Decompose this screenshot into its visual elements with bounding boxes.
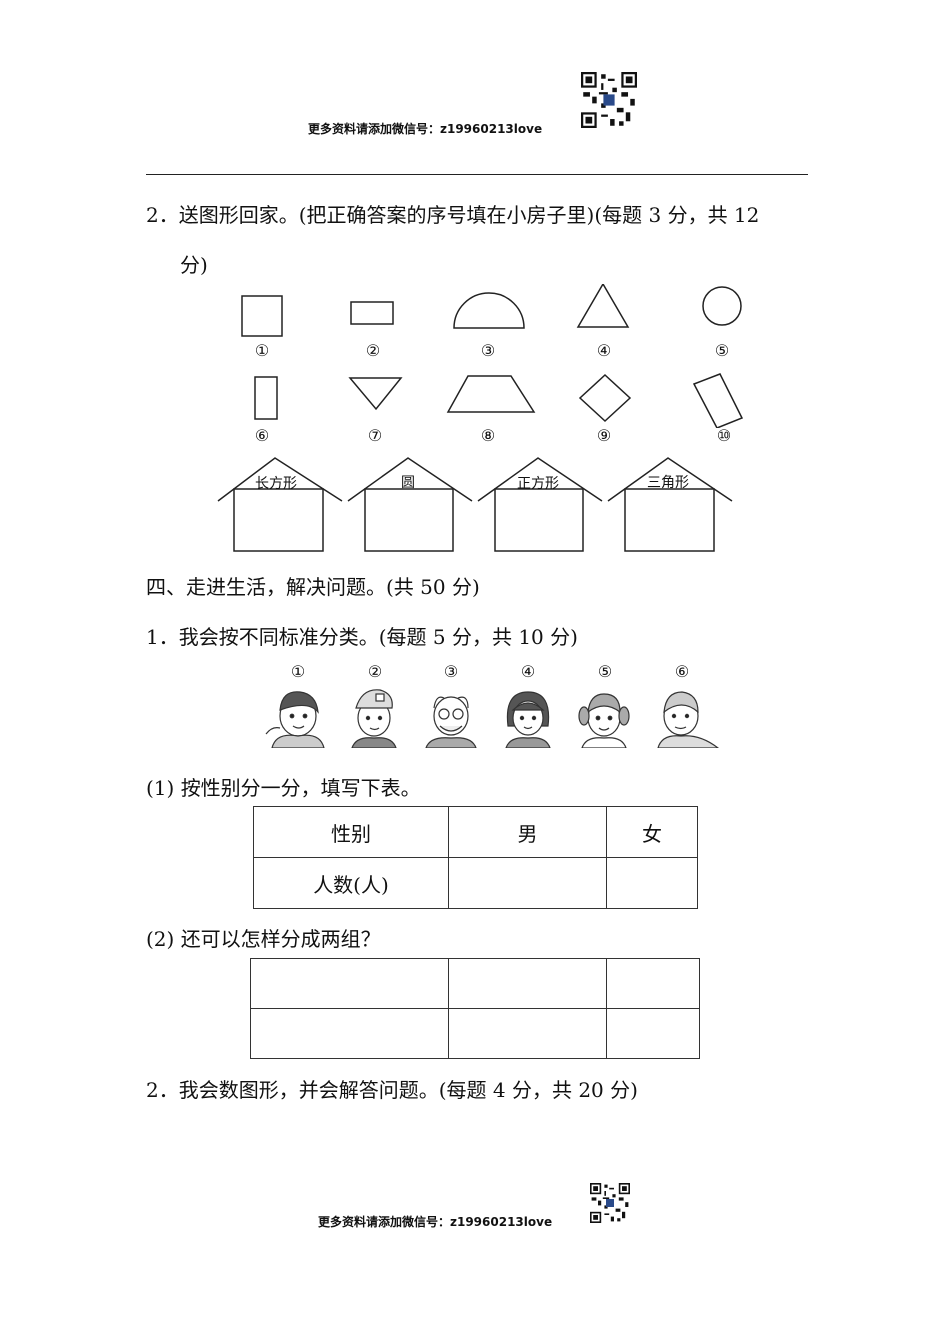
- question-4-1-title: 1．我会按不同标准分类。(每题 5 分，共 10 分): [146, 625, 578, 649]
- shape-diamond: [578, 373, 632, 423]
- table-row: 性别 男 女: [253, 806, 698, 858]
- table-cell-blank[interactable]: [250, 958, 449, 1009]
- house-4-answer-box: [624, 488, 715, 552]
- shape-tall-rectangle: [254, 376, 278, 420]
- shape-label-10: ⑩: [716, 426, 732, 445]
- shapes-row-1: [241, 284, 742, 337]
- footer-text: 更多资料请添加微信号：z19960213love: [318, 1215, 553, 1229]
- question-4-2-title: 2．我会数图形，并会解答问题。(每题 4 分，共 20 分): [146, 1078, 638, 1102]
- table-cell-count-label: 人数(人): [253, 857, 449, 909]
- header-text: 更多资料请添加微信号：z19960213love: [308, 122, 543, 136]
- shape-label-6: ⑥: [254, 426, 270, 445]
- kid-label-3: ③: [443, 662, 459, 681]
- shape-square: [241, 295, 283, 337]
- table-cell-blank[interactable]: [606, 958, 700, 1009]
- house-roof-1: [217, 457, 343, 502]
- table-cell-female-header: 女: [606, 806, 698, 858]
- house-label-square: 正方形: [517, 476, 559, 492]
- house-label-triangle: 三角形: [647, 475, 689, 491]
- shape-label-9: ⑨: [596, 426, 612, 445]
- kid-label-5: ⑤: [597, 662, 613, 681]
- sub-question-2: (2) 还可以怎样分成两组？: [146, 927, 381, 951]
- table-cell-gender-header: 性别: [253, 806, 449, 858]
- shape-label-2: ②: [365, 341, 381, 360]
- table-row: [250, 958, 700, 1009]
- shape-circle: [702, 286, 742, 326]
- table-cell-male-count[interactable]: [448, 857, 607, 909]
- boy-1-icon: [265, 691, 325, 748]
- people-illustrations: [265, 689, 719, 748]
- house-3-answer-box: [494, 488, 584, 552]
- boy-2-icon: [351, 689, 397, 748]
- grandpa-icon: [425, 696, 477, 748]
- houses: [217, 457, 733, 552]
- section-4-title: 四、走进生活，解决问题。(共 50 分): [146, 575, 480, 599]
- house-label-rectangle: 长方形: [255, 476, 297, 492]
- table-cell-blank[interactable]: [250, 1008, 449, 1059]
- table-row: [250, 1008, 700, 1059]
- shape-label-4: ④: [596, 341, 612, 360]
- shape-label-3: ③: [480, 341, 496, 360]
- table-cell-female-count[interactable]: [606, 857, 698, 909]
- house-roof-2: [347, 457, 473, 502]
- table-cell-blank[interactable]: [448, 1008, 607, 1059]
- house-1-answer-box: [233, 488, 324, 552]
- house-2-answer-box: [364, 488, 454, 552]
- header-rule: [146, 174, 808, 175]
- qr-code-icon: [581, 72, 637, 128]
- kid-label-6: ⑥: [674, 662, 690, 681]
- house-roof-3: [477, 457, 603, 502]
- question-2-title-cont: 分): [180, 253, 208, 277]
- shape-label-8: ⑧: [480, 426, 496, 445]
- shape-label-5: ⑤: [714, 341, 730, 360]
- table-cell-blank[interactable]: [606, 1008, 700, 1059]
- shape-semicircle: [453, 292, 525, 329]
- question-2-title: 2．送图形回家。(把正确答案的序号填在小房子里)(每题 3 分，共 12: [146, 203, 760, 227]
- house-label-circle: 圆: [401, 475, 415, 491]
- shape-rectangle: [350, 301, 394, 325]
- kid-label-2: ②: [367, 662, 383, 681]
- girl-pigtails-icon: [578, 693, 630, 748]
- shape-label-7: ⑦: [367, 426, 383, 445]
- gender-count-table: 性别 男 女 人数(人): [253, 806, 698, 909]
- table-cell-blank[interactable]: [448, 958, 607, 1009]
- grouping-table: [250, 958, 700, 1059]
- table-row: 人数(人): [253, 857, 698, 909]
- kid-label-4: ④: [520, 662, 536, 681]
- qr-code-icon: [590, 1183, 630, 1223]
- shape-triangle: [576, 284, 630, 328]
- shape-inverted-triangle: [348, 377, 403, 411]
- house-roof-4: [607, 457, 733, 502]
- shape-trapezoid: [446, 375, 536, 413]
- grandma-icon: [657, 691, 719, 748]
- shape-label-1: ①: [254, 341, 270, 360]
- shape-tilted-rectangle: [692, 373, 744, 428]
- sub-question-1: (1) 按性别分一分，填写下表。: [146, 776, 421, 800]
- table-cell-male-header: 男: [448, 806, 607, 858]
- shapes-row-2: [254, 373, 744, 428]
- kid-label-1: ①: [290, 662, 306, 681]
- girl-short-hair-icon: [505, 691, 551, 748]
